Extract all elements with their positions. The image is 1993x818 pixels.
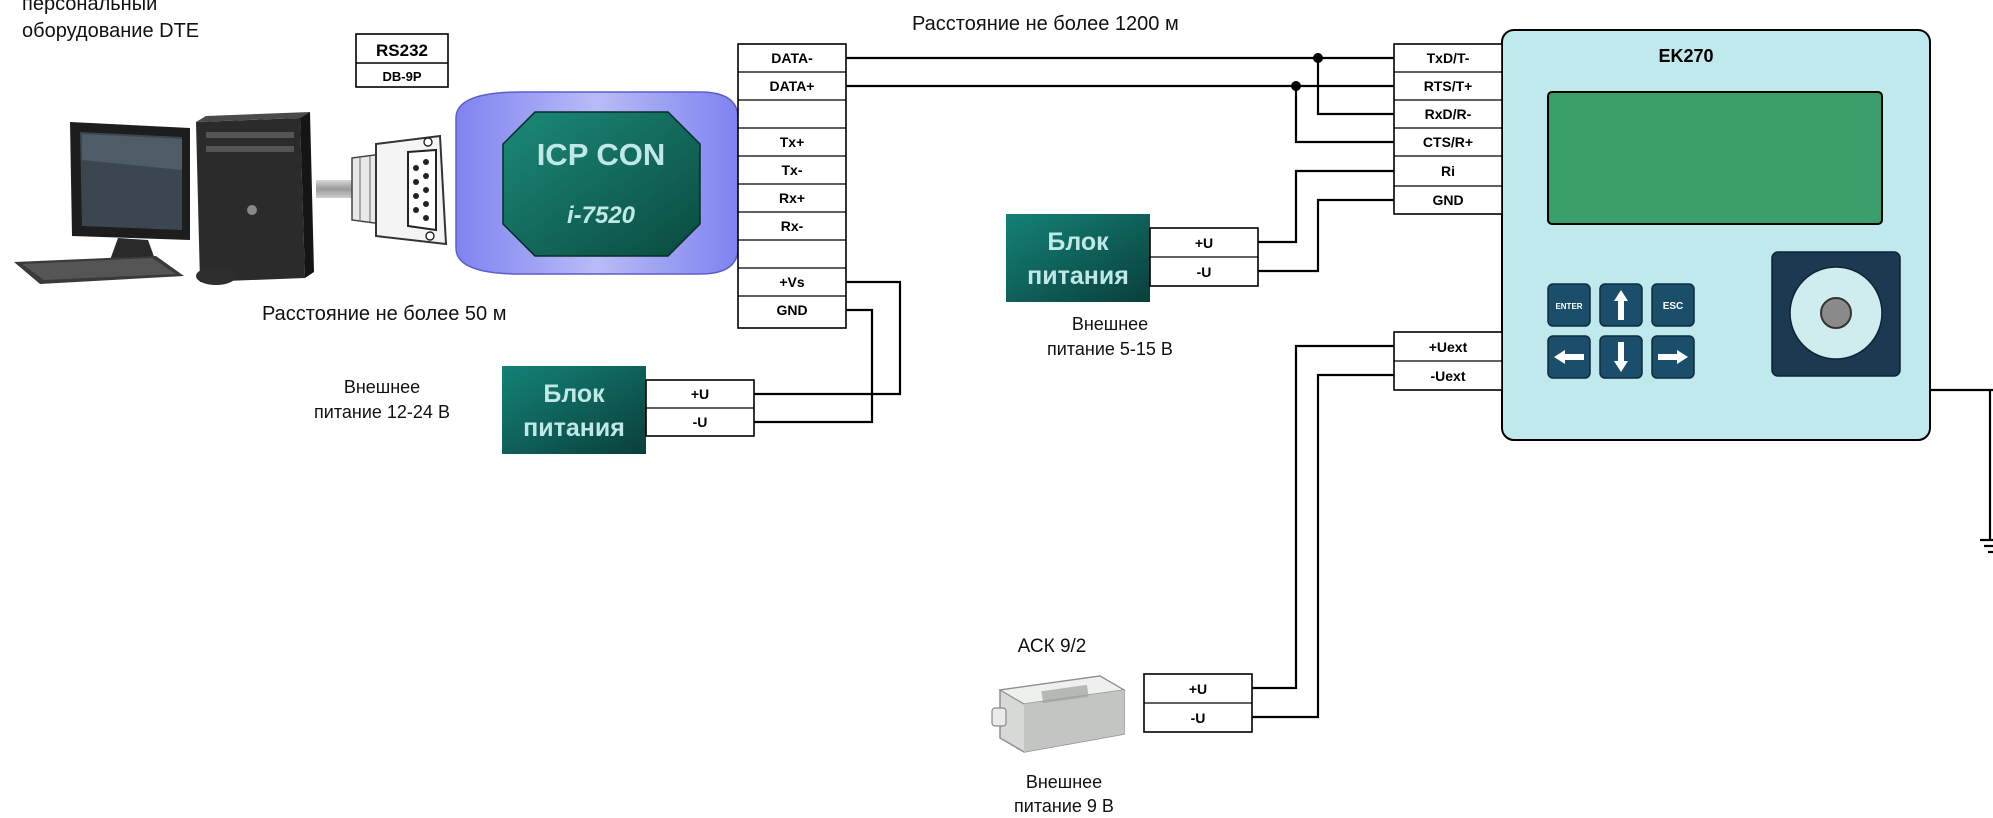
device-title: EK270: [1658, 46, 1713, 66]
distance-50m-label: Расстояние не более 50 м: [262, 303, 506, 325]
psu1-note-line2: питание 12-24 В: [314, 402, 450, 422]
psu2-title-line2: питания: [1027, 262, 1129, 290]
device-display: [1547, 91, 1883, 225]
arrow-right-icon: [1658, 350, 1688, 364]
rs232-label-box: RS232 DB-9P: [355, 33, 449, 88]
wires: [754, 53, 1993, 719]
battery-note-line1: Внешнее: [1026, 772, 1102, 792]
pc-label-line2: оборудование DTE: [22, 20, 199, 42]
psu2-note-line1: Внешнее: [1072, 314, 1148, 334]
converter-terminal-vs-plus: +Vs: [779, 274, 805, 290]
battery-title: АСК 9/2: [1018, 636, 1087, 657]
converter-terminal-rx-minus: Rx-: [781, 218, 804, 234]
converter-terminal-data-minus: DATA-: [771, 50, 813, 66]
device-terminal-txd: TxD/T-: [1427, 50, 1470, 66]
device-terminal-uext-minus: -Uext: [1430, 368, 1465, 384]
battery-note-line2: питание 9 В: [1014, 796, 1114, 816]
psu1-title-line2: питания: [523, 414, 625, 442]
pc-label: персональный оборудование DTE: [22, 0, 199, 42]
converter-terminal-block: DATA- DATA+ Tx+ Tx- Rx+ Rx- +Vs GND: [737, 43, 847, 329]
psu2-terminal-minus: -U: [1197, 264, 1212, 280]
converter-terminal-rx-plus: Rx+: [779, 190, 805, 206]
arrow-up-icon: [1614, 290, 1628, 320]
psu1-note-line1: Внешнее: [344, 377, 420, 397]
device-terminal-rts: RTS/T+: [1424, 78, 1473, 94]
computer-icon: [14, 112, 314, 285]
battery-module-icon: [991, 675, 1126, 753]
psu2-terminal-plus: +U: [1195, 235, 1213, 251]
device-terminal-block-bottom: +Uext -Uext: [1393, 331, 1503, 391]
converter-terminal-tx-minus: Tx-: [782, 162, 803, 178]
battery-terminal-minus: -U: [1191, 710, 1206, 726]
converter-terminal-gnd: GND: [776, 302, 807, 318]
psu1-terminal-plus: +U: [691, 386, 709, 402]
rs232-title: RS232: [376, 41, 428, 60]
converter-brand: ICP CON: [537, 137, 666, 172]
distance-1200m-label: Расстояние не более 1200 м: [912, 13, 1179, 35]
psu2-note-line2: питание 5-15 В: [1047, 339, 1173, 359]
converter-model: i-7520: [567, 202, 636, 229]
converter-terminal-tx-plus: Tx+: [780, 134, 805, 150]
device-terminal-block-top: TxD/T- RTS/T+ RxD/R- CTS/R+ Ri GND: [1393, 43, 1503, 215]
psu1-terminal-minus: -U: [693, 414, 708, 430]
pc-label-line1: персональный: [22, 0, 157, 15]
device-terminal-rxd: RxD/R-: [1425, 106, 1472, 122]
ek270-device: EK270 ENTER ESC: [1501, 29, 1931, 441]
power-supply-2: Блок питания +U -U: [1006, 214, 1259, 302]
device-terminal-gnd: GND: [1432, 192, 1463, 208]
converter-terminal-data-plus: DATA+: [770, 78, 815, 94]
rs232-connector-type: DB-9P: [382, 69, 421, 84]
device-keypad: ENTER ESC: [1547, 283, 1695, 379]
optical-interface: [1771, 251, 1901, 377]
arrow-left-icon: [1554, 350, 1584, 364]
db9-connector-icon: [316, 134, 448, 246]
enter-key: [1547, 283, 1591, 327]
esc-key-label: ESC: [1663, 301, 1684, 312]
device-terminal-uext-plus: +Uext: [1429, 339, 1468, 355]
psu1-title-line1: Блок: [543, 380, 605, 408]
psu2-title-line1: Блок: [1047, 228, 1109, 256]
device-terminal-cts: CTS/R+: [1423, 134, 1473, 150]
esc-key: [1651, 283, 1695, 327]
enter-key-label: ENTER: [1555, 302, 1582, 311]
battery-terminal-plus: +U: [1189, 681, 1207, 697]
device-terminal-ri: Ri: [1441, 163, 1455, 179]
icp-con-converter: ICP CON i-7520: [455, 91, 739, 275]
arrow-down-icon: [1614, 342, 1628, 372]
power-supply-1: Блок питания +U -U: [502, 366, 755, 454]
battery-terminal-block: +U -U: [1143, 673, 1253, 733]
